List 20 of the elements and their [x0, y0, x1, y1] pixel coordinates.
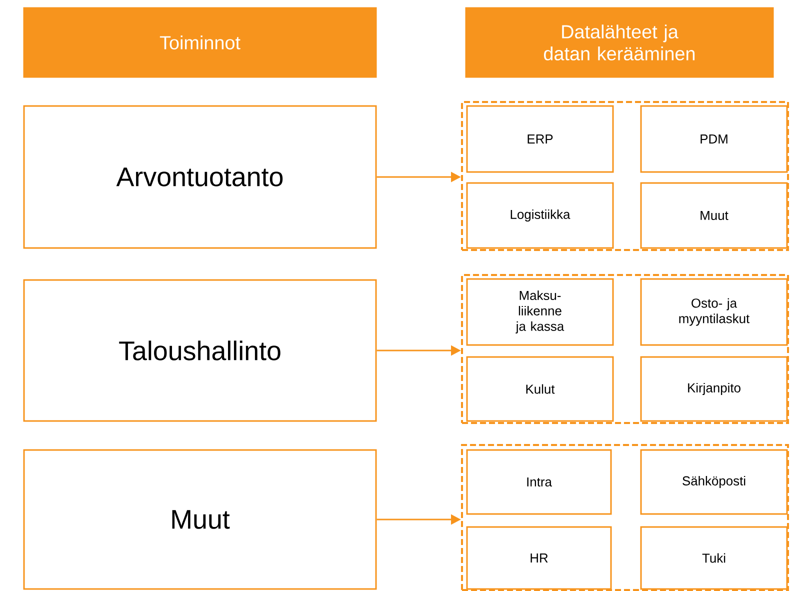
dashed-group-frame: [461, 444, 789, 591]
source-box: Sähköposti: [640, 449, 788, 515]
source-box: Tuki: [640, 526, 788, 590]
source-box: Kulut: [466, 356, 614, 422]
source-box: Kirjanpito: [640, 356, 788, 422]
source-box: Muut: [640, 182, 788, 249]
header-box: Toiminnot: [23, 7, 377, 78]
function-box: Muut: [23, 449, 377, 590]
source-box: PDM: [640, 105, 788, 173]
function-box: Arvontuotanto: [23, 105, 377, 249]
source-box: Intra: [466, 449, 612, 515]
source-box: Logistiikka: [466, 182, 614, 249]
source-box: Osto- ja myyntilaskut: [640, 278, 788, 346]
header-box: Datalähteet ja datan kerääminen: [465, 7, 774, 78]
source-box: ERP: [466, 105, 614, 173]
dashed-group-frame: [461, 101, 789, 251]
dashed-group-frame: [461, 274, 789, 424]
source-box: Maksu- liikenne ja kassa: [466, 278, 614, 346]
source-box: HR: [466, 526, 612, 590]
function-box: Taloushallinto: [23, 279, 377, 422]
